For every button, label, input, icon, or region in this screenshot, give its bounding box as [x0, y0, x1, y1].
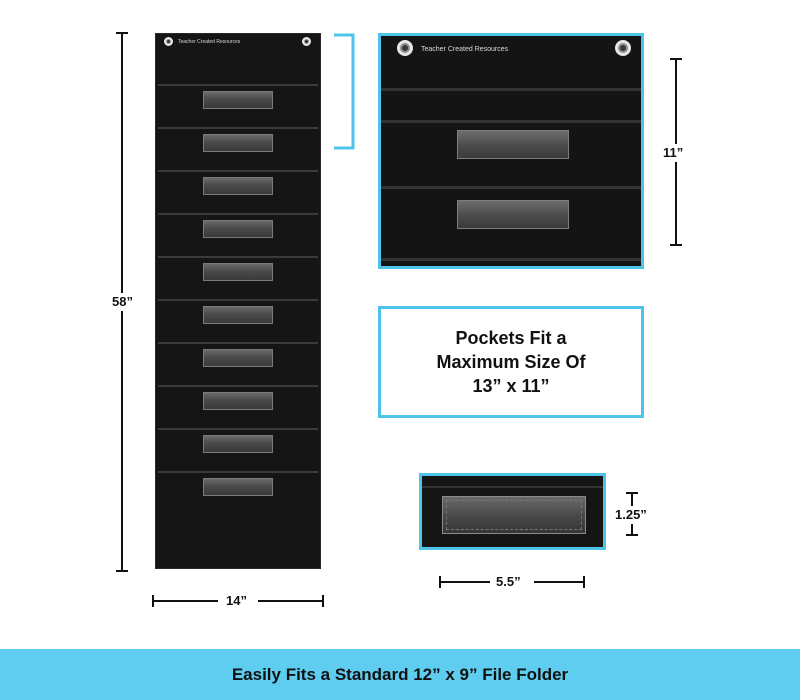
label-window — [457, 200, 569, 229]
callout-line: Maximum Size Of — [436, 352, 586, 372]
pocket-width-label: 5.5” — [496, 574, 521, 589]
label-window — [203, 435, 273, 453]
pocket-height-label: 1.25” — [615, 507, 647, 522]
pocket-seam — [158, 170, 318, 172]
zoom-bracket — [334, 33, 355, 150]
pocket-seam — [158, 84, 318, 86]
pocket-seam — [158, 127, 318, 129]
height-dimension-label-bg — [108, 293, 138, 311]
header-closeup: Teacher Created Resources — [378, 33, 644, 269]
pocket-seam — [158, 385, 318, 387]
label-window — [203, 306, 273, 324]
tall-width-label: 14” — [226, 593, 247, 608]
file-folder-banner: Easily Fits a Standard 12” x 9” File Fol… — [0, 649, 800, 700]
grommet-icon — [615, 40, 631, 56]
width-dimension-label-bg — [218, 592, 258, 610]
closeup-brand-text: Teacher Created Resources — [421, 46, 509, 53]
pocket-seam — [158, 299, 318, 301]
tall-height-label: 58” — [112, 294, 133, 309]
closeup-height-label: 11” — [663, 145, 684, 160]
label-window — [203, 177, 273, 195]
label-window — [203, 263, 273, 281]
pocket-seam — [381, 258, 641, 261]
pocket-width-label-bg — [490, 573, 534, 591]
callout-line: Pockets Fit a — [455, 328, 567, 348]
banner-text: Easily Fits a Standard 12” x 9” File Fol… — [231, 664, 569, 684]
brand-text: Teacher Created Resources — [178, 39, 241, 45]
pocket-seam — [158, 428, 318, 430]
grommet-icon — [397, 40, 413, 56]
label-window — [203, 134, 273, 152]
pocket-height-label-bg — [614, 506, 658, 524]
grommet-icon — [164, 37, 173, 46]
pocket-seam — [158, 471, 318, 473]
grommet-icon — [302, 37, 311, 46]
label-window — [203, 91, 273, 109]
callout-text: Pockets Fit a Maximum Size Of 13” x 11” — [436, 326, 585, 398]
label-window — [203, 478, 273, 496]
callout-line: 13” x 11” — [472, 376, 550, 396]
capacity-callout: Pockets Fit a Maximum Size Of 13” x 11” — [378, 306, 644, 418]
pocket-seam — [381, 186, 641, 189]
label-window — [203, 349, 273, 367]
single-pocket-closeup — [419, 473, 606, 550]
pocket-seam — [381, 88, 641, 91]
pocket-seam — [158, 256, 318, 258]
label-window — [442, 496, 586, 534]
label-window — [203, 392, 273, 410]
pocket-seam — [422, 486, 603, 488]
pocket-seam — [158, 213, 318, 215]
pocket-seam — [381, 120, 641, 123]
pocket-seam — [158, 342, 318, 344]
tall-pocket-chart: Teacher Created Resources — [155, 33, 321, 569]
label-window — [203, 220, 273, 238]
closeup-height-label-bg — [660, 144, 690, 162]
label-window — [457, 130, 569, 159]
